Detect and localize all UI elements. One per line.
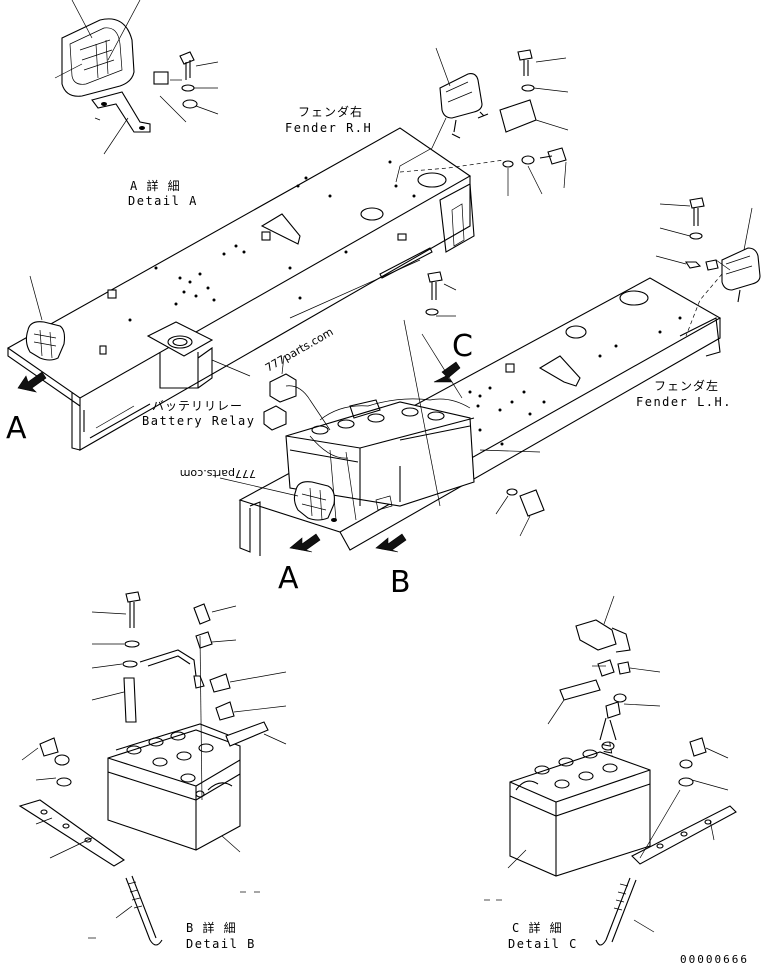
detail-a-lamp bbox=[54, 0, 219, 155]
view-arrow-c bbox=[433, 361, 461, 383]
drawing-number: 00000666 bbox=[680, 953, 749, 966]
fender-lh-assembly bbox=[219, 197, 761, 556]
battery-relay-en-label: Battery Relay bbox=[142, 414, 255, 428]
detail-c-en-label: Detail C bbox=[508, 937, 578, 951]
fender-rh-jp-label: フェンダ右 bbox=[298, 104, 363, 119]
view-arrow-b bbox=[375, 533, 407, 553]
fender-rh-en-label: Fender R.H bbox=[285, 121, 372, 135]
view-arrow-a-left bbox=[17, 371, 47, 393]
view-label-b: B bbox=[390, 565, 411, 600]
detail-a-en-label: Detail A bbox=[128, 194, 198, 208]
fender-rh-holes bbox=[128, 160, 416, 322]
watermark-center: 777parts.com bbox=[263, 325, 336, 374]
view-label-c: C bbox=[452, 329, 473, 364]
view-label-a-left: A bbox=[6, 411, 27, 446]
fender-rh-lamp bbox=[395, 47, 569, 196]
watermark-left-mirrored: 777parts.com bbox=[180, 467, 256, 480]
view-label-a-bottom: A bbox=[278, 561, 299, 596]
detail-c-jp-label: C 詳 細 bbox=[512, 920, 563, 935]
fender-lh-en-label: Fender L.H. bbox=[636, 395, 732, 409]
detail-a-jp-label: A 詳 細 bbox=[130, 178, 181, 193]
fender-lh-jp-label: フェンダ左 bbox=[654, 378, 719, 393]
detail-b-en-label: Detail B bbox=[186, 937, 256, 951]
detail-b-jp-label: B 詳 細 bbox=[186, 920, 237, 935]
fender-rh-assembly bbox=[6, 127, 475, 451]
detail-b-battery bbox=[18, 591, 287, 946]
battery-relay-jp-label: バッテリリレー bbox=[152, 399, 243, 413]
view-arrow-a-bottom bbox=[289, 533, 321, 553]
detail-c-battery bbox=[484, 595, 737, 946]
